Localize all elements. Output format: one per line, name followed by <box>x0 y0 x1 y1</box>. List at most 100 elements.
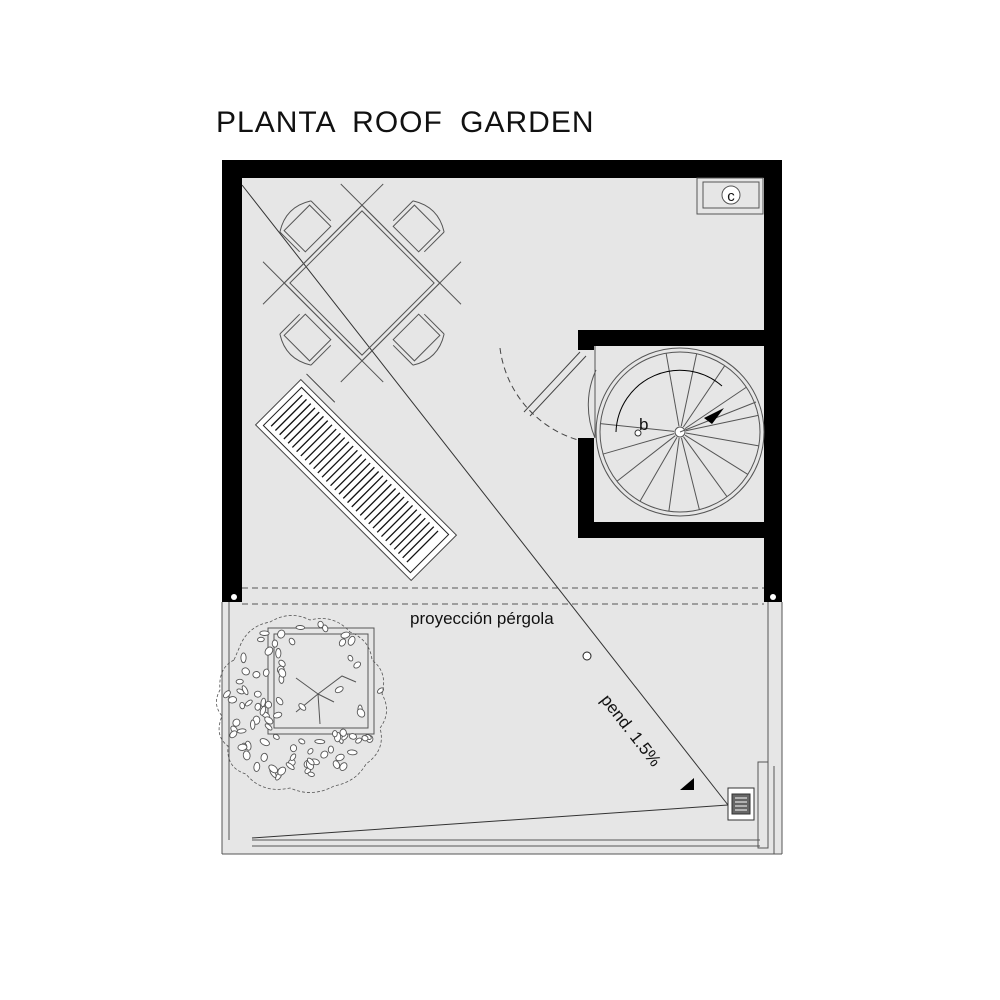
stair-tread <box>665 353 680 427</box>
stair-tread <box>680 437 700 510</box>
spiral-stair <box>587 346 765 517</box>
lounger-slat <box>321 445 354 478</box>
tree-leaf <box>244 699 253 707</box>
tree-leaf <box>347 635 356 646</box>
tree-leaf <box>260 752 268 762</box>
stair-door <box>499 347 587 441</box>
lounger-slat <box>364 488 397 521</box>
stair-tread <box>684 386 747 430</box>
floor-drain <box>727 787 755 821</box>
tree-leaf <box>264 723 273 731</box>
tree-leaf <box>264 700 273 709</box>
tree-leaf <box>348 733 358 740</box>
tree-leaf <box>322 624 329 633</box>
lounger-slat <box>351 475 384 508</box>
tree-leaf <box>307 757 315 766</box>
tree-leaf <box>338 638 347 647</box>
lounger-slat <box>402 526 435 559</box>
tree-leaf <box>254 702 262 711</box>
lounger-slat <box>372 496 405 529</box>
tree-leaf <box>339 762 348 771</box>
stair-tread <box>685 414 759 432</box>
tree-leaf <box>335 753 345 762</box>
closet-tag: c <box>727 188 735 205</box>
sun-lounger <box>254 373 458 582</box>
tree-leaf <box>289 744 298 753</box>
tree-leaf <box>222 690 231 699</box>
tree-leaf <box>227 696 238 704</box>
lounger-slat <box>270 394 303 427</box>
tree-leaf <box>289 753 297 761</box>
tree-leaf <box>295 625 306 630</box>
tree-canopy-outline <box>216 615 387 793</box>
tree-leaf <box>353 661 362 669</box>
tree-leaf <box>253 761 261 772</box>
stair-tread <box>683 436 728 498</box>
tree-leaf <box>307 771 315 777</box>
tree-leaf <box>250 719 256 730</box>
lounger-slat <box>300 424 333 457</box>
tree-leaf <box>235 678 244 685</box>
tree-leaf <box>317 620 324 629</box>
tree-leaf <box>241 685 249 696</box>
lounger-slat <box>330 454 363 487</box>
tree-leaf <box>257 636 265 643</box>
tree-leaf <box>347 654 354 662</box>
stair-marker <box>634 429 642 437</box>
tree-leaf <box>298 738 306 745</box>
tree-leaf <box>356 708 366 718</box>
tree-leaf <box>232 718 241 727</box>
lounger-slat <box>325 449 358 482</box>
pergola-post-right <box>770 594 776 600</box>
tree-leaf <box>240 652 247 664</box>
tree-leaf <box>332 760 341 769</box>
stair-tread <box>668 437 680 512</box>
tree-leaf <box>298 703 307 711</box>
stair-tread <box>616 435 676 482</box>
tree-leaf <box>361 735 369 742</box>
lounger-slat <box>313 437 346 470</box>
tree-leaf <box>288 637 296 646</box>
lounger-slat <box>368 492 401 525</box>
stair-enclosure <box>578 330 768 538</box>
tree-leaf <box>259 630 270 636</box>
lounger-slat <box>359 483 392 516</box>
tree-leaf <box>275 648 282 659</box>
stair-direction-arrow <box>679 401 757 433</box>
lounger-slat <box>287 411 320 444</box>
lounger-slat <box>385 509 418 542</box>
tree-leaf <box>271 639 279 648</box>
tree-leaf <box>314 739 326 745</box>
tree-leaf <box>278 659 286 668</box>
tree-leaf <box>264 646 274 656</box>
tree-leaf <box>236 728 247 734</box>
tree-leaf <box>264 716 274 725</box>
lounger-slat <box>304 428 337 461</box>
plan-title: PLANTA ROOF GARDEN <box>216 106 595 139</box>
tree-leaf <box>327 745 334 754</box>
stair-tread <box>602 433 675 455</box>
closet-box <box>696 177 764 215</box>
tree-leaf <box>242 750 251 761</box>
stair-tag: b <box>639 415 648 434</box>
tree-leaf <box>285 762 295 770</box>
tree-leaf <box>347 749 358 756</box>
tree-leaf <box>253 690 262 698</box>
tree-leaf <box>239 701 246 710</box>
tree-leaf <box>339 728 347 737</box>
lounger-slat <box>393 517 426 550</box>
stair-tread <box>600 423 675 432</box>
lounger-slat <box>406 530 439 563</box>
tree-planter <box>267 627 375 735</box>
tree-leaf <box>259 705 267 716</box>
lounger-slat <box>291 415 324 448</box>
exterior-walls <box>222 160 782 602</box>
tree-leaf <box>332 730 338 738</box>
stair-tread <box>639 436 678 502</box>
tree-leaf <box>272 733 280 740</box>
pergola-projection <box>242 587 764 605</box>
tree-leaf <box>241 667 250 676</box>
stair-tread <box>684 434 749 475</box>
lounger-slat <box>283 407 316 440</box>
tree-leaf <box>277 766 287 776</box>
